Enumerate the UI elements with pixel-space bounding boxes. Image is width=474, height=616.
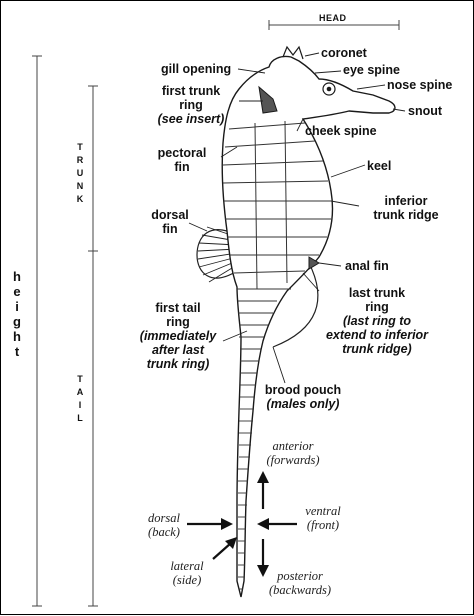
head-label: HEAD xyxy=(319,13,347,23)
ventral-label: ventral (front) xyxy=(293,504,353,532)
eye-spine-label: eye spine xyxy=(343,63,400,77)
trunk-letter: U xyxy=(76,168,84,178)
first-tail-ring-label: first tail ring (immediately after last … xyxy=(129,301,227,371)
label-line: (males only) xyxy=(266,397,340,411)
trunk-letter: R xyxy=(76,155,84,165)
label-line: (immediately xyxy=(139,329,217,343)
inferior-trunk-ridge-label: inferior trunk ridge xyxy=(361,194,451,222)
label-line: extend to inferior xyxy=(325,328,429,342)
dorsal-direction-label: dorsal (back) xyxy=(141,511,187,539)
label-line: trunk ridge xyxy=(373,208,439,222)
label-line: trunk ridge) xyxy=(342,342,412,356)
label-line: anterior xyxy=(272,439,314,453)
brood-pouch-label: brood pouch (males only) xyxy=(253,383,353,411)
label-line: last trunk xyxy=(348,286,406,300)
label-line: after last xyxy=(151,343,205,357)
height-letter: t xyxy=(14,344,20,359)
dorsal-fin-label: dorsal fin xyxy=(143,208,197,236)
label-line: (see insert) xyxy=(157,112,225,126)
keel-label: keel xyxy=(367,159,392,173)
height-letter: i xyxy=(15,299,19,314)
label-line: fin xyxy=(174,160,190,174)
label-line: ring xyxy=(179,98,203,112)
label-line: dorsal xyxy=(148,511,180,525)
measurement-brackets xyxy=(32,20,400,607)
label-line: first tail xyxy=(155,301,201,315)
height-letter: g xyxy=(13,314,21,329)
label-line: brood pouch xyxy=(264,383,342,397)
label-line: (front) xyxy=(306,518,340,532)
label-line: ventral xyxy=(305,504,341,518)
label-line: ring xyxy=(365,300,389,314)
label-line: (back) xyxy=(148,525,180,539)
posterior-label: posterior (backwards) xyxy=(255,569,345,597)
nose-spine-label: nose spine xyxy=(387,78,453,92)
label-line: dorsal xyxy=(151,208,189,222)
label-line: lateral xyxy=(170,559,204,573)
coronet-spikes xyxy=(282,45,304,60)
tail-letter: T xyxy=(77,374,83,384)
tail-letter: L xyxy=(77,413,83,423)
tail-letter: A xyxy=(76,387,84,397)
height-letter: h xyxy=(13,269,21,284)
trunk-rings xyxy=(222,120,331,290)
trunk-label: T R U N K xyxy=(73,141,87,206)
coronet-label: coronet xyxy=(321,46,367,60)
label-line: inferior xyxy=(384,194,428,208)
label-line: (backwards) xyxy=(268,583,332,597)
seahorse-body-outline xyxy=(221,55,396,598)
trunk-letter: T xyxy=(77,142,83,152)
brood-pouch-outline xyxy=(272,262,319,348)
label-line: (last ring to xyxy=(342,314,412,328)
gill-opening-label: gill opening xyxy=(161,62,232,76)
gill-region xyxy=(258,85,278,114)
leader-lines xyxy=(188,52,406,384)
label-line: posterior xyxy=(277,569,323,583)
snout-label: snout xyxy=(408,104,443,118)
cheek-spine-label: cheek spine xyxy=(305,124,377,138)
eye-shape xyxy=(322,82,336,96)
last-trunk-ring-label: last trunk ring (last ring to extend to … xyxy=(307,286,447,356)
anal-fin-label: anal fin xyxy=(345,259,389,273)
label-line: pectoral xyxy=(157,146,207,160)
trunk-letter: N xyxy=(76,181,84,191)
anterior-label: anterior (forwards) xyxy=(253,439,333,467)
height-label: h e i g h t xyxy=(9,269,25,359)
direction-arrows xyxy=(187,471,297,577)
label-line: fin xyxy=(162,222,178,236)
anal-fin-shape xyxy=(308,256,320,270)
tail-letter: I xyxy=(78,400,82,410)
first-trunk-ring-label: first trunk ring (see insert) xyxy=(147,84,235,126)
lateral-label: lateral (side) xyxy=(163,559,211,587)
tail-rings xyxy=(238,300,277,590)
pectoral-fin-label: pectoral fin xyxy=(149,146,215,174)
label-line: trunk ring) xyxy=(146,357,210,371)
label-line: first trunk xyxy=(161,84,221,98)
label-line: ring xyxy=(166,315,190,329)
height-letter: h xyxy=(13,329,21,344)
height-letter: e xyxy=(13,284,21,299)
trunk-letter: K xyxy=(76,194,84,204)
label-line: (side) xyxy=(172,573,202,587)
tail-label: T A I L xyxy=(73,373,87,425)
label-line: (forwards) xyxy=(266,453,320,467)
